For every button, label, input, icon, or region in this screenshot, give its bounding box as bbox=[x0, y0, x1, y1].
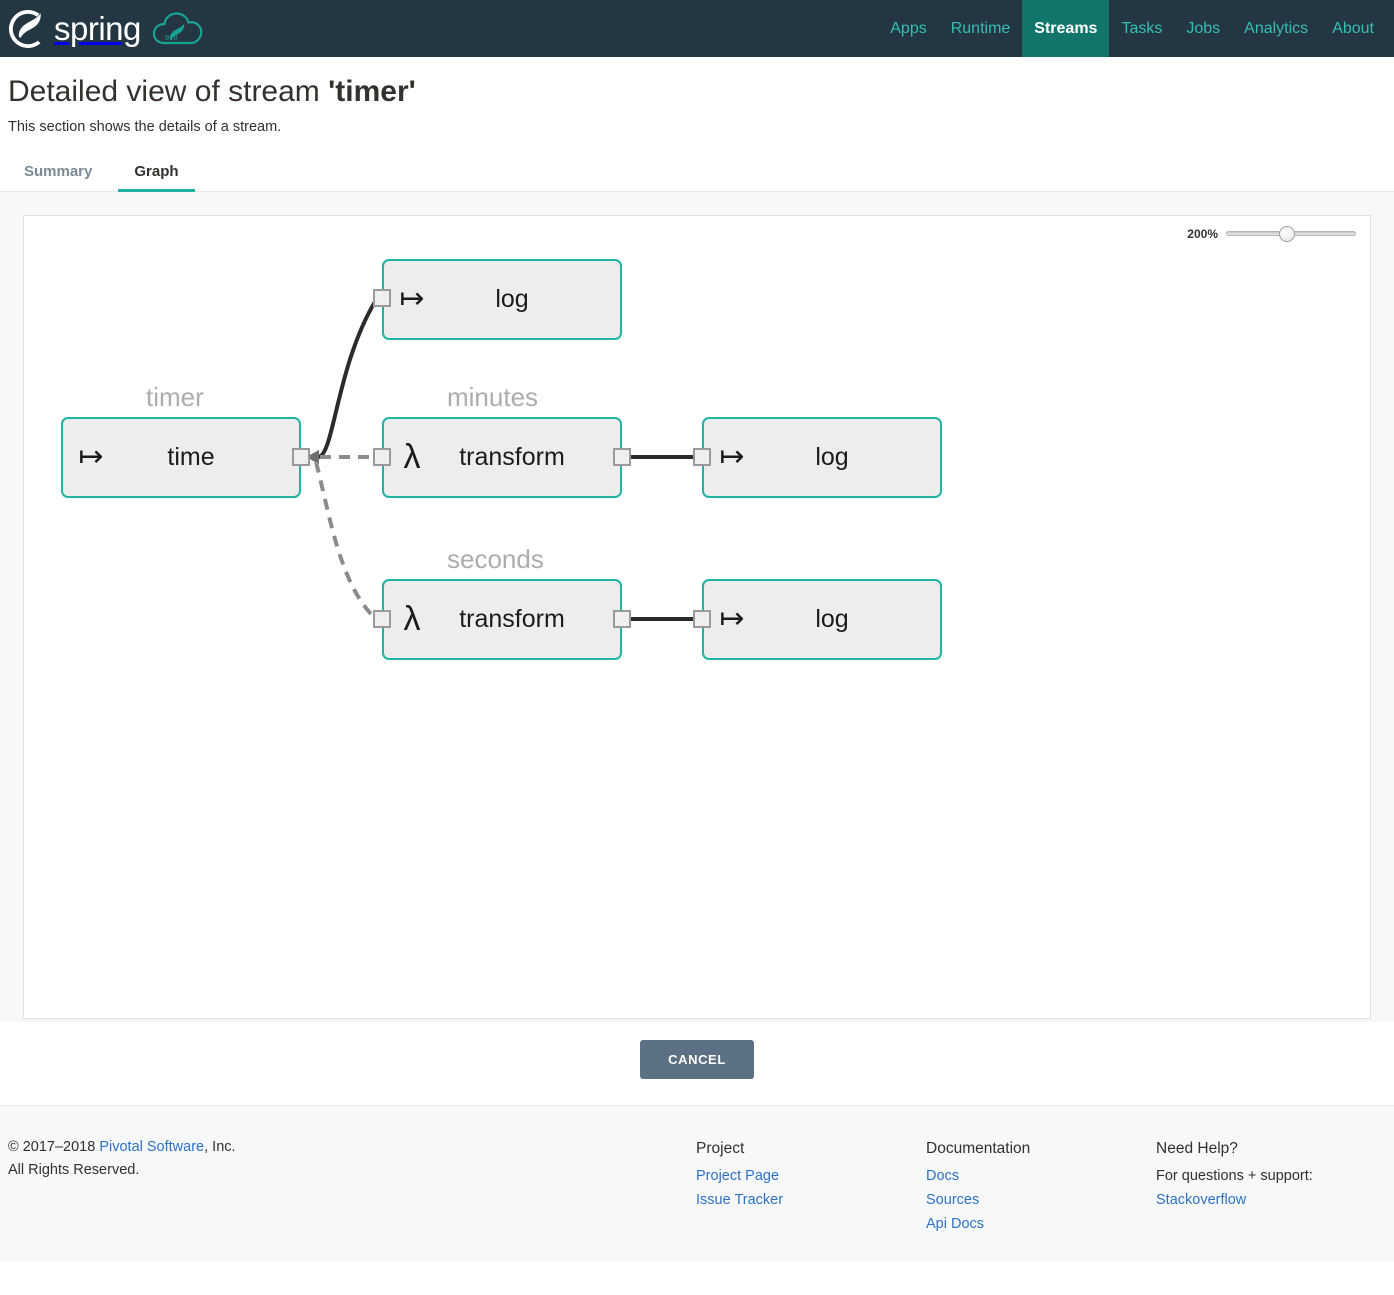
edge-time-to-transform-seconds bbox=[314, 460, 378, 620]
graph-node-name-timer: timer bbox=[146, 381, 204, 412]
footer-copyright-line2: All Rights Reserved. bbox=[8, 1162, 140, 1179]
page-title: Detailed view of stream 'timer' bbox=[8, 75, 1386, 110]
spring-logo-link[interactable]: spring 010 bbox=[6, 0, 211, 57]
graph-edges-layer bbox=[306, 298, 704, 621]
tab-summary[interactable]: Summary bbox=[8, 159, 108, 192]
footer-heading-need-help: Need Help? bbox=[1156, 1139, 1238, 1157]
port-output-transform-seconds[interactable] bbox=[613, 609, 631, 628]
graph-node-label: transform bbox=[459, 442, 565, 471]
graph-node-label: log bbox=[495, 284, 529, 313]
footer-copyright-line1: © 2017–2018 Pivotal Software, Inc. bbox=[8, 1136, 696, 1160]
graph-node-log-top[interactable]: ↦ log bbox=[382, 258, 622, 340]
graph-node-time[interactable]: ↦ time bbox=[61, 416, 301, 498]
footer-copyright: © 2017–2018 Pivotal Software, Inc. All R… bbox=[8, 1136, 696, 1261]
port-input-transform-seconds[interactable] bbox=[373, 609, 391, 628]
zoom-control: 200% bbox=[1187, 225, 1356, 242]
footer-link-stackoverflow[interactable]: Stackoverflow bbox=[1156, 1191, 1247, 1208]
copyright-prefix: © 2017–2018 bbox=[8, 1138, 100, 1155]
tab-divider bbox=[0, 190, 1394, 192]
graph-node-name-minutes: minutes bbox=[447, 381, 539, 412]
footer-column-need-help: Need Help? For questions + support: Stac… bbox=[1156, 1136, 1386, 1261]
port-input-transform-minutes[interactable] bbox=[373, 447, 391, 466]
nav-item-tasks[interactable]: Tasks bbox=[1121, 19, 1163, 37]
footer-link-api-docs[interactable]: Api Docs bbox=[926, 1215, 985, 1232]
port-output-transform-minutes[interactable] bbox=[613, 447, 631, 466]
zoom-slider[interactable] bbox=[1226, 225, 1356, 242]
footer-heading-project: Project bbox=[696, 1139, 745, 1157]
graph-node-transform-minutes[interactable]: λ transform bbox=[382, 416, 622, 498]
footer-heading-documentation: Documentation bbox=[926, 1139, 1031, 1157]
tab-graph[interactable]: Graph bbox=[118, 159, 195, 192]
source-icon: ↦ bbox=[78, 440, 104, 473]
main-nav: Apps Runtime Streams Tasks Jobs Analytic… bbox=[878, 0, 1386, 57]
edge-time-to-log-top bbox=[317, 298, 378, 459]
graph-node-name-seconds: seconds bbox=[447, 543, 544, 574]
page-title-stream-name: 'timer' bbox=[328, 75, 416, 108]
zoom-percent-label: 200% bbox=[1187, 226, 1218, 241]
port-input-log-top[interactable] bbox=[373, 288, 391, 307]
footer-link-issue-tracker[interactable]: Issue Tracker bbox=[696, 1191, 784, 1208]
nav-item-analytics[interactable]: Analytics bbox=[1244, 19, 1309, 37]
tab-bar: Summary Graph bbox=[8, 159, 1394, 192]
nav-item-streams[interactable]: Streams bbox=[1022, 0, 1110, 57]
brand-wordmark: spring bbox=[54, 10, 141, 47]
spring-leaf-icon bbox=[6, 7, 50, 51]
top-navbar: spring 010 Apps Runtime Streams Tasks Jo… bbox=[0, 0, 1394, 57]
page-title-prefix: Detailed view of stream bbox=[8, 75, 329, 108]
lambda-icon: λ bbox=[403, 438, 421, 476]
lambda-icon: λ bbox=[403, 600, 421, 638]
form-actions: CANCEL bbox=[0, 1021, 1394, 1105]
edge-arrowhead bbox=[306, 449, 319, 464]
pivotal-software-link[interactable]: Pivotal Software bbox=[99, 1138, 205, 1155]
graph-node-label: transform bbox=[459, 604, 565, 633]
graph-panel: 200% ↦ log timer ↦ time bbox=[0, 191, 1394, 1022]
svg-text:010: 010 bbox=[165, 34, 178, 42]
page-subtitle: This section shows the details of a stre… bbox=[8, 118, 282, 135]
sink-icon: ↦ bbox=[719, 440, 745, 473]
graph-node-label: time bbox=[167, 442, 215, 471]
sink-icon: ↦ bbox=[399, 282, 425, 315]
copyright-suffix: , Inc. bbox=[204, 1138, 236, 1155]
footer-support-text: For questions + support: bbox=[1156, 1168, 1313, 1185]
footer-column-project: Project Project Page Issue Tracker bbox=[696, 1136, 926, 1261]
nav-item-runtime[interactable]: Runtime bbox=[950, 19, 1011, 37]
port-output-time[interactable] bbox=[292, 447, 310, 466]
page-header: Detailed view of stream 'timer' This sec… bbox=[0, 57, 1394, 135]
nav-item-apps[interactable]: Apps bbox=[890, 19, 927, 37]
footer-link-project-page[interactable]: Project Page bbox=[696, 1168, 780, 1185]
nav-item-jobs[interactable]: Jobs bbox=[1186, 19, 1221, 37]
graph-node-log-seconds[interactable]: ↦ log bbox=[702, 578, 942, 660]
graph-node-transform-seconds[interactable]: λ transform bbox=[382, 578, 622, 660]
footer-link-sources[interactable]: Sources bbox=[926, 1191, 980, 1208]
sink-icon: ↦ bbox=[719, 602, 745, 635]
footer-link-docs[interactable]: Docs bbox=[926, 1168, 960, 1185]
spring-cloud-icon: 010 bbox=[149, 9, 211, 49]
graph-canvas[interactable]: 200% ↦ log timer ↦ time bbox=[23, 214, 1371, 1019]
graph-node-label: log bbox=[815, 604, 849, 633]
port-input-log-minutes[interactable] bbox=[693, 447, 711, 466]
port-input-log-seconds[interactable] bbox=[693, 609, 711, 628]
page-footer: © 2017–2018 Pivotal Software, Inc. All R… bbox=[0, 1104, 1394, 1261]
nav-item-about[interactable]: About bbox=[1332, 19, 1374, 37]
footer-column-documentation: Documentation Docs Sources Api Docs bbox=[926, 1136, 1156, 1261]
graph-node-label: log bbox=[815, 442, 849, 471]
graph-node-log-minutes[interactable]: ↦ log bbox=[702, 416, 942, 498]
cancel-button[interactable]: CANCEL bbox=[640, 1039, 754, 1079]
